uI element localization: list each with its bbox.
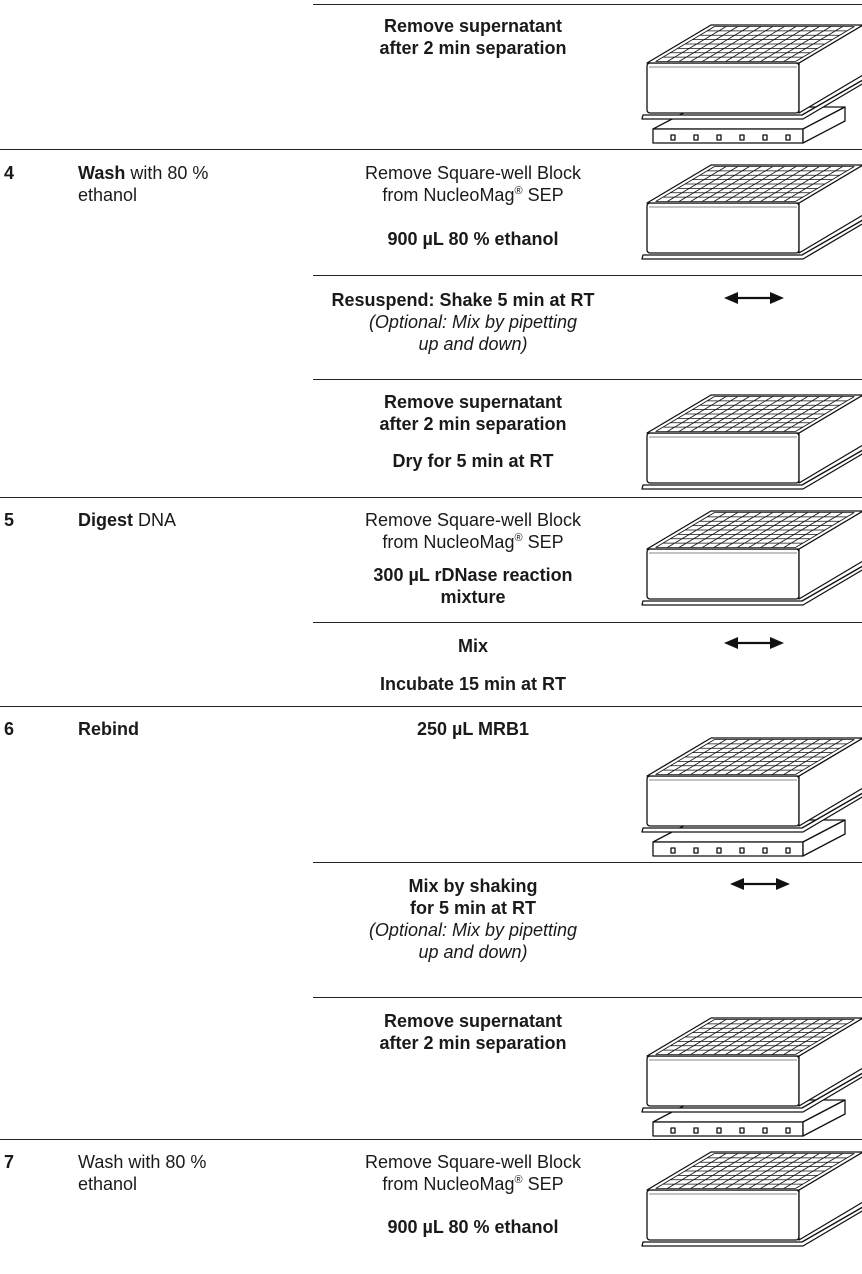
plate-on-magnet-icon — [641, 737, 862, 857]
step-title: Digest DNA — [78, 510, 177, 530]
shake-arrow-icon — [730, 878, 790, 890]
instruction-text: Remove Square-well Block from NucleoMag®… — [364, 510, 582, 552]
step-number: 6 — [4, 719, 15, 739]
divider — [0, 497, 862, 498]
shake-arrow-icon — [724, 292, 784, 304]
plate-on-magnet-icon — [641, 1017, 862, 1137]
instruction-text: Remove Square-well Block from NucleoMag®… — [364, 163, 582, 205]
divider — [313, 275, 862, 276]
divider — [313, 997, 862, 998]
instruction-note: (Optional: Mix by pipetting up and down) — [368, 312, 578, 354]
instruction-text: Incubate 15 min at RT — [379, 674, 567, 694]
divider — [313, 862, 862, 863]
instruction-note: (Optional: Mix by pipetting up and down) — [368, 920, 578, 962]
instruction-text: 300 µL rDNase reaction mixture — [373, 565, 573, 607]
square-well-block-icon — [641, 164, 862, 260]
square-well-block-icon — [641, 510, 862, 606]
instruction-text: 250 µL MRB1 — [416, 719, 530, 739]
instruction-text: Remove supernatant after 2 min separatio… — [379, 16, 567, 58]
square-well-block-icon — [641, 394, 862, 490]
step-number: 4 — [4, 163, 15, 183]
divider — [313, 4, 862, 5]
divider — [0, 706, 862, 707]
divider — [0, 149, 862, 150]
instruction-text: 900 µL 80 % ethanol — [387, 1217, 559, 1237]
step-number: 7 — [4, 1152, 15, 1172]
instruction-text: 900 µL 80 % ethanol — [387, 229, 559, 249]
divider — [0, 1139, 862, 1140]
instruction-text: Mix — [457, 636, 488, 656]
instruction-text: Dry for 5 min at RT — [392, 451, 554, 471]
square-well-block-icon — [641, 1151, 862, 1247]
shake-arrow-icon — [724, 637, 784, 649]
instruction-text: Remove supernatant after 2 min separatio… — [379, 392, 567, 434]
step-title: Wash with 80 % ethanol — [78, 163, 209, 205]
plate-on-magnet-icon — [641, 24, 862, 144]
instruction-text: Remove Square-well Block from NucleoMag®… — [364, 1152, 582, 1194]
instruction-text: Mix by shaking for 5 min at RT — [408, 876, 538, 918]
step-number: 5 — [4, 510, 15, 530]
divider — [313, 379, 862, 380]
step-title: Rebind — [78, 719, 139, 739]
instruction-text: Remove supernatant after 2 min separatio… — [379, 1011, 567, 1053]
step-title: Wash with 80 % ethanol — [78, 1152, 207, 1194]
instruction-text: Resuspend: Shake 5 min at RT — [331, 290, 595, 310]
divider — [313, 622, 862, 623]
